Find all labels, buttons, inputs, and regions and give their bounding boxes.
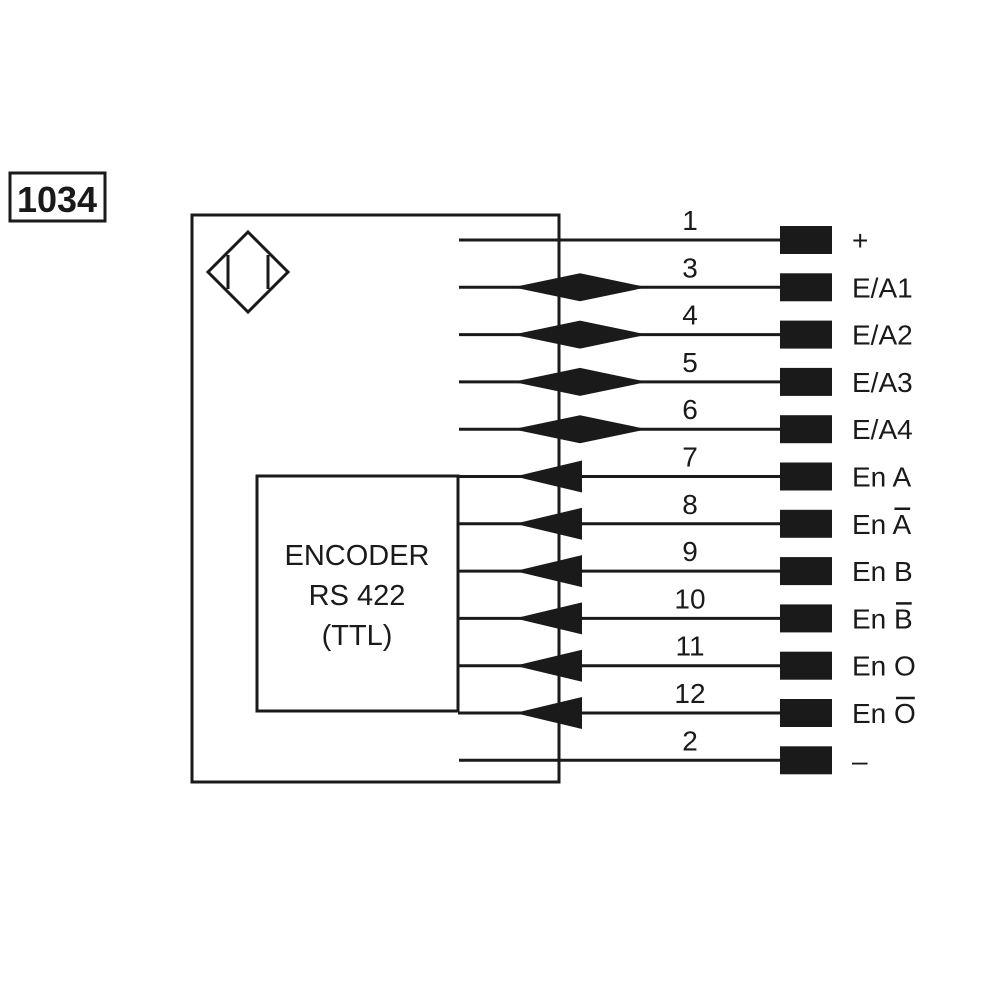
pin-label: En O <box>852 651 916 682</box>
output-arrow-icon <box>515 460 582 493</box>
output-arrow-icon <box>515 507 582 540</box>
bidirectional-arrow-icon <box>513 367 647 396</box>
pin-number: 6 <box>682 394 698 425</box>
pin-terminal <box>780 273 832 302</box>
pin-number: 3 <box>682 252 698 283</box>
output-arrow-icon <box>515 649 582 682</box>
pin-terminal <box>780 557 832 586</box>
output-arrow-icon <box>515 555 582 588</box>
output-arrow-icon <box>515 697 582 729</box>
pin-terminal <box>780 462 832 491</box>
code-box <box>8 171 107 223</box>
pin-number: 5 <box>682 347 698 378</box>
sensor-housing <box>190 213 561 784</box>
pin-terminal <box>780 320 832 349</box>
bidirectional-arrow-icon <box>513 320 647 349</box>
pin-terminal <box>780 367 832 396</box>
pin-number: 2 <box>682 725 698 756</box>
pin-terminal <box>780 699 832 727</box>
pin-label: E/A3 <box>852 367 913 398</box>
pin-label: E/A2 <box>852 320 913 351</box>
code-label: 1034 <box>17 179 97 220</box>
encoder-label-line-2: RS 422 <box>309 580 406 612</box>
encoder-label-line-3: (TTL) <box>322 620 393 652</box>
output-arrow-icon <box>515 602 582 635</box>
pin-terminal <box>780 604 832 633</box>
pin-terminal <box>780 226 832 254</box>
pin-number: 8 <box>682 489 698 520</box>
pin-label: – <box>852 745 868 776</box>
pin-number: 4 <box>682 300 698 331</box>
pin-label: En B <box>852 556 913 587</box>
bidirectional-arrow-icon <box>513 415 647 444</box>
pin-number: 1 <box>682 205 698 236</box>
pin-number: 12 <box>674 678 705 709</box>
pin-label: E/A1 <box>852 272 913 303</box>
pin-terminal <box>780 509 832 538</box>
pin-label: En B <box>852 603 913 634</box>
bidirectional-arrow-icon <box>513 273 647 302</box>
pin-terminal <box>780 746 832 775</box>
pin-terminal <box>780 651 832 680</box>
pin-number: 7 <box>682 442 698 473</box>
encoder-block <box>255 474 460 713</box>
pin-label: + <box>852 225 868 256</box>
pin-number: 11 <box>675 631 704 662</box>
pin-label: En O <box>852 698 916 729</box>
pin-number: 10 <box>674 583 705 614</box>
encoder-label-line-1: ENCODER <box>284 540 429 572</box>
pin-label: En A <box>852 462 911 493</box>
inductive-sensor-icon <box>205 229 291 315</box>
pin-label: E/A4 <box>852 414 913 445</box>
pin-label: En A <box>852 509 911 540</box>
pin-number: 9 <box>682 536 698 567</box>
pin-terminal <box>780 415 832 444</box>
